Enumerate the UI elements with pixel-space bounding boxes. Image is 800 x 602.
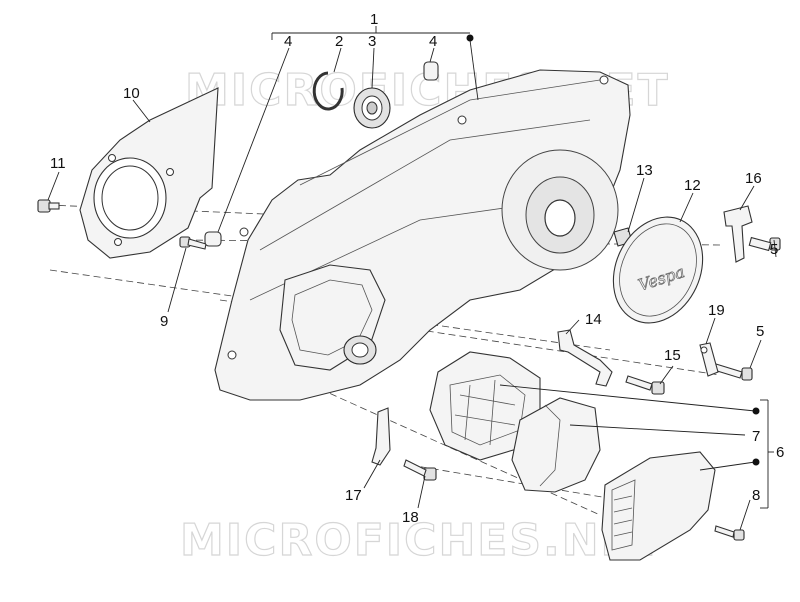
part-6-outer-cover [601,451,716,561]
part-18-bolt [403,459,437,481]
part-17-bracket [371,407,391,466]
callout-14: 14 [585,311,602,328]
part-15-bolt [625,375,665,395]
callout-13: 13 [636,162,653,179]
callout-5-lower: 5 [756,323,764,340]
part-16-bracket [723,205,753,263]
leader-lines [47,26,777,531]
callout-16: 16 [745,170,762,187]
callout-8: 8 [752,487,760,504]
callout-18: 18 [402,509,419,526]
part-5-bolt-upper [748,236,781,252]
part-12-logo-cover: Vespa [612,216,704,324]
callout-10: 10 [123,85,140,102]
callout-1: 1 [370,11,378,28]
part-10-plate [79,87,219,259]
part-9-screw [179,236,207,250]
part-14-bracket [557,329,613,387]
part-3-bearing [353,87,391,129]
callout-4-left: 4 [284,33,292,50]
part-4-dowel-left [204,231,222,247]
marker-dot-top [466,34,474,42]
part-4-dowel-right [423,61,439,81]
part-19-bracket [699,342,719,377]
callout-4-right: 4 [429,33,437,50]
part-8-screw [714,525,745,541]
callout-3: 3 [368,33,376,50]
callout-7: 7 [752,428,760,445]
part-11-screw [37,199,60,213]
part-5-bolt-lower [713,363,753,381]
callout-2: 2 [335,33,343,50]
callout-6: 6 [776,444,784,461]
callout-9: 9 [160,313,168,330]
watermark-bottom: MICROFICHES.NET [180,515,665,566]
callout-11: 11 [50,155,66,172]
callout-12: 12 [684,177,701,194]
marker-dot-6a [752,407,760,415]
callout-15: 15 [664,347,681,364]
part-1-crankcase-cover [214,69,631,401]
callout-17: 17 [345,487,362,504]
part-7-filter [511,397,601,493]
callout-5-upper: 5 [770,241,778,258]
callout-19: 19 [708,302,725,319]
part-2-circlip [312,71,344,111]
marker-dot-6b [752,458,760,466]
